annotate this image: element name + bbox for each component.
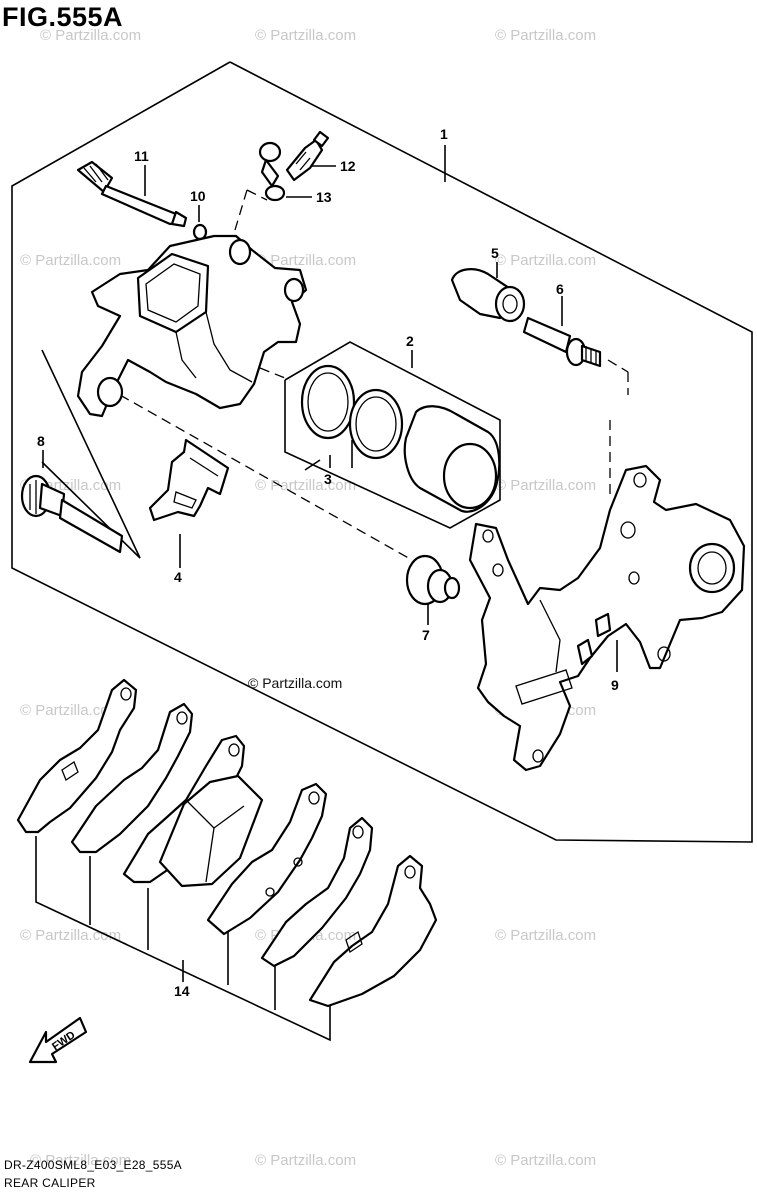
pin-bolt-part-8 [20, 474, 124, 554]
leader-line [304, 459, 321, 471]
watermark: © Partzilla.com [20, 702, 121, 719]
watermark: © Partzilla.com [255, 1152, 356, 1169]
callout-8[interactable]: 8 [37, 433, 45, 449]
bolt-part-11 [76, 160, 188, 228]
watermark: © Partzilla.com [40, 27, 141, 44]
fwd-arrow-icon: FWD [28, 1016, 88, 1064]
callout-14[interactable]: 14 [174, 983, 190, 999]
callout-6[interactable]: 6 [556, 281, 564, 297]
callout-11[interactable]: 11 [134, 148, 149, 164]
callout-3[interactable]: 3 [324, 471, 332, 487]
callout-9[interactable]: 9 [611, 677, 619, 693]
watermark: © Partzilla.com [30, 1152, 131, 1169]
pad-spring-part-4 [148, 438, 230, 522]
diagram-code: DR-Z400SML8_E03_E28_555A [4, 1158, 182, 1172]
figure-title: FIG.555A [2, 2, 124, 32]
leader-lines [42, 145, 629, 982]
diagram-name: REAR CALIPER [4, 1176, 96, 1190]
slide-boot-part-5 [450, 268, 526, 323]
watermark: © Partzilla.com [255, 477, 356, 494]
callout-4[interactable]: 4 [174, 569, 182, 585]
boot-part-7 [405, 554, 461, 606]
assembly-outline [11, 61, 753, 843]
callout-2[interactable]: 2 [406, 333, 414, 349]
callout-10[interactable]: 10 [190, 188, 206, 204]
caliper-bracket-part-9 [468, 464, 746, 772]
washer-part-10 [192, 223, 208, 241]
watermark: © Partzilla.com [20, 252, 121, 269]
callout-1[interactable]: 1 [440, 126, 448, 142]
bleeder-part-12-13 [258, 130, 330, 202]
callout-13[interactable]: 13 [316, 189, 332, 205]
brake-pads-part-14 [16, 678, 438, 1008]
callout-7[interactable]: 7 [422, 627, 430, 643]
watermark: © Partzilla.com [495, 252, 596, 269]
caliper-body [76, 234, 308, 418]
watermark: © Partzilla.com [495, 1152, 596, 1169]
slide-pin-part-6 [522, 316, 602, 368]
piston-group-box [284, 341, 501, 529]
watermark: © Partzilla.com [20, 927, 121, 944]
callout-5[interactable]: 5 [491, 245, 499, 261]
partzilla-credit: © Partzilla.com [248, 675, 342, 691]
watermark: © Partzilla.com [495, 927, 596, 944]
callout-labels: 1 2 3 4 5 6 7 8 9 10 11 12 13 14 [37, 126, 619, 999]
watermark: © Partzilla.com [495, 477, 596, 494]
pin-bracket-outline [41, 349, 141, 559]
piston-seals [300, 364, 501, 513]
watermark: © Partzilla.com [495, 27, 596, 44]
callout-12[interactable]: 12 [340, 158, 356, 174]
watermark: © Partzilla.com [255, 27, 356, 44]
watermark: © Partzilla.com [255, 252, 356, 269]
